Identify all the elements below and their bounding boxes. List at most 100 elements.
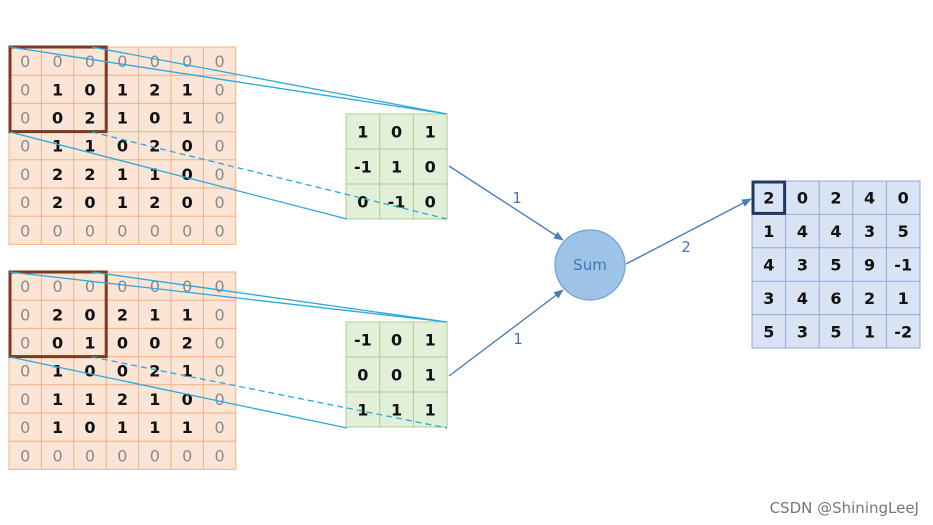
input-1-cell-r1-c2: 0 [84, 80, 95, 99]
output-cell-r3-c1: 4 [797, 289, 808, 308]
kernel-2-cell-r1-c2: 1 [425, 366, 436, 385]
input-2-cell-r1-c3: 2 [117, 305, 128, 324]
kernel-2-cell-r0-c2: 1 [425, 331, 436, 350]
input-2-cell-r1-c2: 0 [84, 305, 95, 324]
input-2-cell-r0-c1: 0 [53, 277, 63, 296]
input-1-cell-r6-c3: 0 [117, 221, 127, 240]
input-2-cell-r0-c6: 0 [215, 277, 225, 296]
kernel-2-cell-r0-c0: -1 [354, 331, 372, 350]
input-2-cell-r2-c4: 0 [149, 334, 160, 353]
input-2-cell-r2-c1: 0 [52, 334, 63, 353]
input-1-cell-r0-c4: 0 [150, 52, 160, 71]
input-2-cell-r5-c3: 1 [117, 418, 128, 437]
sum-node: Sum [554, 229, 626, 301]
kernel-1-background [345, 113, 448, 220]
input-1-cell-r0-c2: 0 [85, 52, 95, 71]
input-2-cell-r3-c3: 0 [117, 362, 128, 381]
edge-label-1: 1 [512, 189, 522, 207]
input-2-cell-r5-c2: 0 [84, 418, 95, 437]
input-1-cell-r6-c5: 0 [182, 221, 192, 240]
output-cell-r4-c2: 5 [830, 322, 841, 341]
input-1-cell-r2-c3: 1 [117, 109, 128, 128]
sum-circle [554, 229, 626, 301]
output-highlight-cell [751, 180, 787, 215]
input-2-cell-r5-c0: 0 [20, 418, 30, 437]
input-2-background [8, 271, 237, 470]
arrow-sum-to-output [625, 198, 752, 265]
input-2-cell-r6-c1: 0 [53, 446, 63, 465]
output-cell-r2-c4: -1 [894, 256, 912, 275]
sum-label: Sum [573, 256, 607, 274]
input-1-cell-r1-c3: 1 [117, 80, 128, 99]
input-1-cell-r6-c1: 0 [53, 221, 63, 240]
output-cell-r2-c1: 3 [797, 256, 808, 275]
input-2-cell-r6-c2: 0 [85, 446, 95, 465]
input-1-cell-r2-c0: 0 [20, 109, 30, 128]
kernel-1-cell-r2-c0: 0 [357, 193, 368, 212]
input-1-cell-r4-c3: 1 [117, 165, 128, 184]
kernel-1-cell-r2-c1: -1 [388, 193, 406, 212]
output-cell-r4-c1: 3 [797, 322, 808, 341]
input-2-cell-r4-c3: 2 [117, 390, 128, 409]
output-cell-r4-c3: 1 [864, 322, 875, 341]
input-2-cell-r4-c4: 1 [149, 390, 160, 409]
input-1-cell-r4-c5: 0 [182, 165, 193, 184]
input-2-cell-r2-c5: 2 [182, 334, 193, 353]
input-2-cell-r1-c1: 2 [52, 305, 63, 324]
input-2-cell-r3-c6: 0 [215, 362, 225, 381]
input-2-cell-r2-c0: 0 [20, 334, 30, 353]
connector-bottom-right [91, 131, 448, 220]
input-1-cell-r6-c6: 0 [215, 221, 225, 240]
input-2-cell-r0-c0: 0 [20, 277, 30, 296]
edge-label-2: 1 [513, 330, 523, 348]
input-1-cell-r0-c6: 0 [215, 52, 225, 71]
input-2-cell-r2-c2: 1 [84, 334, 95, 353]
output-cell-r3-c3: 2 [864, 289, 875, 308]
input-2-cell-r6-c0: 0 [20, 446, 30, 465]
input-2-cell-r5-c5: 1 [182, 418, 193, 437]
input-1-window [8, 45, 108, 134]
arrow-kernel1-to-sum [448, 165, 564, 241]
kernel-1-cell-r0-c1: 0 [391, 123, 402, 142]
output-cell-r3-c2: 6 [830, 289, 841, 308]
input-1-cell-r5-c2: 0 [84, 193, 95, 212]
output-cell-r2-c2: 5 [830, 256, 841, 275]
input-1-cell-r1-c5: 1 [182, 80, 193, 99]
input-1-cell-r5-c5: 0 [182, 193, 193, 212]
input-1-cell-r5-c3: 1 [117, 193, 128, 212]
output-cell-r1-c0: 1 [763, 222, 774, 241]
input-1-cell-r5-c4: 2 [149, 193, 160, 212]
input-1-cell-r0-c1: 0 [53, 52, 63, 71]
input-2-cell-r6-c3: 0 [117, 446, 127, 465]
flow-arrows: 1 1 2 [448, 165, 752, 377]
input-1-cell-r4-c4: 1 [149, 165, 160, 184]
input-2-cell-r5-c1: 1 [52, 418, 63, 437]
input-2-cell-r1-c6: 0 [215, 305, 225, 324]
input-1-cell-r3-c2: 1 [84, 137, 95, 156]
output-cell-r4-c0: 5 [763, 322, 774, 341]
output-cell-r0-c1: 0 [797, 189, 808, 208]
connector-top-right-2 [91, 271, 448, 323]
kernel-1-cell-r0-c2: 1 [425, 123, 436, 142]
input-1-cell-r0-c5: 0 [182, 52, 192, 71]
input-1-cell-r5-c0: 0 [20, 193, 30, 212]
output-cell-r1-c2: 4 [830, 222, 841, 241]
input-2-cell-r4-c1: 1 [52, 390, 63, 409]
input-2-cell-r1-c4: 1 [149, 305, 160, 324]
input-2-cell-r0-c5: 0 [182, 277, 192, 296]
kernel-1-cell-r2-c2: 0 [425, 193, 436, 212]
input-2-cell-r4-c5: 0 [182, 390, 193, 409]
input-1-cell-r3-c5: 0 [182, 137, 193, 156]
output-cell-r0-c3: 4 [864, 189, 875, 208]
kernel-1-cell-r1-c0: -1 [354, 158, 372, 177]
input-1-cell-r1-c1: 1 [52, 80, 63, 99]
kernel-2-cell-r2-c2: 1 [425, 401, 436, 420]
input-2-cell-r0-c3: 0 [117, 277, 127, 296]
input-2-cell-r3-c0: 0 [20, 362, 30, 381]
input-1-cell-r2-c2: 2 [84, 109, 95, 128]
output-cell-r2-c3: 9 [864, 256, 875, 275]
input-1-cell-r3-c1: 1 [52, 137, 63, 156]
